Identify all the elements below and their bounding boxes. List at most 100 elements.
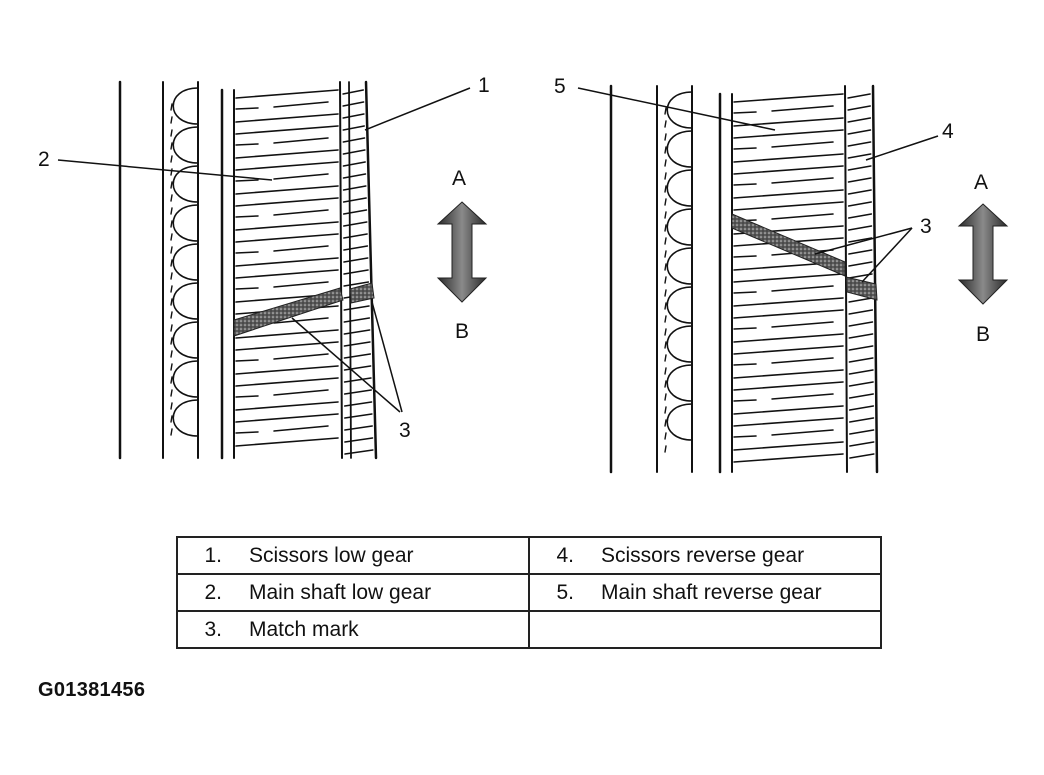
legend-cell-empty (528, 610, 882, 649)
bearing-dash (170, 363, 173, 371)
gear-tooth-line (733, 189, 844, 199)
scissors-tooth-line (343, 233, 368, 239)
bearing-dash (170, 428, 173, 436)
bearing-dash (664, 172, 667, 180)
bearing-dash (664, 289, 667, 297)
legend-cell: 3.Match mark (176, 610, 530, 649)
gear-tooth-line (235, 233, 339, 243)
scissors-tooth-line (343, 257, 369, 263)
scissors-tooth-line (342, 197, 367, 203)
gear-tooth-line (733, 291, 757, 294)
right-direction-a-label: A (974, 171, 988, 194)
bearing-dash (664, 341, 667, 349)
gear-tooth-line (235, 197, 339, 207)
gear-divider (348, 81, 352, 459)
gear-tooth-line (235, 161, 339, 171)
legend-cell: 4.Scissors reverse gear (528, 536, 882, 575)
scissors-tooth-line (342, 173, 367, 179)
bearing-dash (170, 324, 173, 332)
scissors-gear-outline (871, 84, 879, 474)
scissors-tooth-line (344, 449, 374, 455)
bearing-dash (170, 402, 173, 410)
scissors-tooth-line (343, 281, 370, 287)
callout-4: 4 (942, 120, 954, 143)
bearing-dash (664, 133, 667, 141)
gear-tooth-line (733, 363, 757, 366)
bearing-dash (170, 142, 173, 150)
bearing-dash (170, 116, 173, 124)
scissors-tooth-line (342, 185, 367, 191)
bearing-dash (664, 315, 667, 323)
legend-table: 1.Scissors low gear 4.Scissors reverse g… (176, 536, 882, 649)
gear-tooth-line (733, 441, 844, 451)
gear-tooth-line (771, 321, 834, 328)
scissors-tooth-line (847, 93, 871, 99)
bearing-dash (664, 445, 667, 453)
gear-tooth-line (733, 327, 757, 330)
gear-tooth-line (235, 89, 339, 99)
gear-tooth-line (273, 137, 329, 144)
callout-3-left: 3 (399, 419, 411, 442)
bearing-dash (170, 220, 173, 228)
scissors-tooth-line (848, 309, 874, 315)
gear-tooth-line (771, 177, 834, 184)
gear-tooth-line (771, 285, 834, 292)
scissors-tooth-line (342, 101, 365, 107)
bearing-dash (170, 129, 173, 137)
gear-tooth-line (733, 165, 844, 175)
gear-tooth-line (235, 287, 259, 290)
scissors-tooth-line (848, 345, 874, 351)
scissors-tooth-line (849, 429, 875, 435)
reverse-gear-assembly (609, 84, 879, 474)
bearing-dash (170, 311, 173, 319)
left-direction-b-label: B (455, 320, 469, 343)
scissors-gear-outline (364, 80, 378, 460)
scissors-tooth-line (343, 269, 369, 275)
bearing-dash (170, 337, 173, 345)
scissors-tooth-line (848, 393, 874, 399)
scissors-tooth-line (343, 329, 371, 335)
low-gear-assembly (118, 80, 378, 460)
scissors-tooth-line (848, 249, 873, 255)
gear-tooth-line (235, 269, 339, 279)
scissors-tooth-line (848, 417, 875, 423)
scissors-tooth-line (848, 405, 875, 411)
bearing-dash (664, 328, 667, 336)
gear-tooth-line (235, 215, 259, 218)
gear-tooth-line (273, 173, 329, 180)
scissors-tooth-line (343, 221, 368, 227)
scissors-tooth-line (344, 437, 374, 443)
gear-tooth-line (273, 281, 329, 288)
bearing-dash (664, 380, 667, 388)
legend-row: 1.Scissors low gear 4.Scissors reverse g… (176, 536, 882, 575)
bearing-dash (664, 198, 667, 206)
scissors-tooth-line (848, 297, 873, 303)
gear-tooth-line (235, 179, 259, 182)
scissors-tooth-line (342, 125, 365, 131)
bearing-dash (170, 233, 173, 241)
gear-tooth-line (771, 429, 834, 436)
scissors-tooth-line (847, 177, 872, 183)
bearing-dash (664, 419, 667, 427)
callout-5: 5 (554, 75, 566, 98)
gear-tooth-line (733, 369, 844, 379)
bearing-dash (664, 393, 667, 401)
scissors-tooth-line (343, 377, 372, 383)
match-mark (349, 282, 375, 304)
gear-tooth-line (733, 381, 844, 391)
gear-tooth-line (733, 417, 844, 427)
match-mark (845, 276, 878, 301)
gear-tooth-line (733, 297, 844, 307)
callout-2: 2 (38, 148, 50, 171)
scissors-tooth-line (847, 117, 872, 123)
gear-tooth-line (733, 333, 844, 343)
scissors-tooth-line (343, 365, 372, 371)
gear-tooth-line (771, 213, 834, 220)
bearing-dash (170, 207, 173, 215)
scissors-tooth-line (343, 401, 373, 407)
gear-tooth-line (273, 389, 329, 396)
gear-tooth-line (235, 359, 259, 362)
gear-tooth-line (235, 149, 339, 159)
gear-tooth-line (733, 93, 844, 103)
scissors-tooth-line (847, 201, 872, 207)
